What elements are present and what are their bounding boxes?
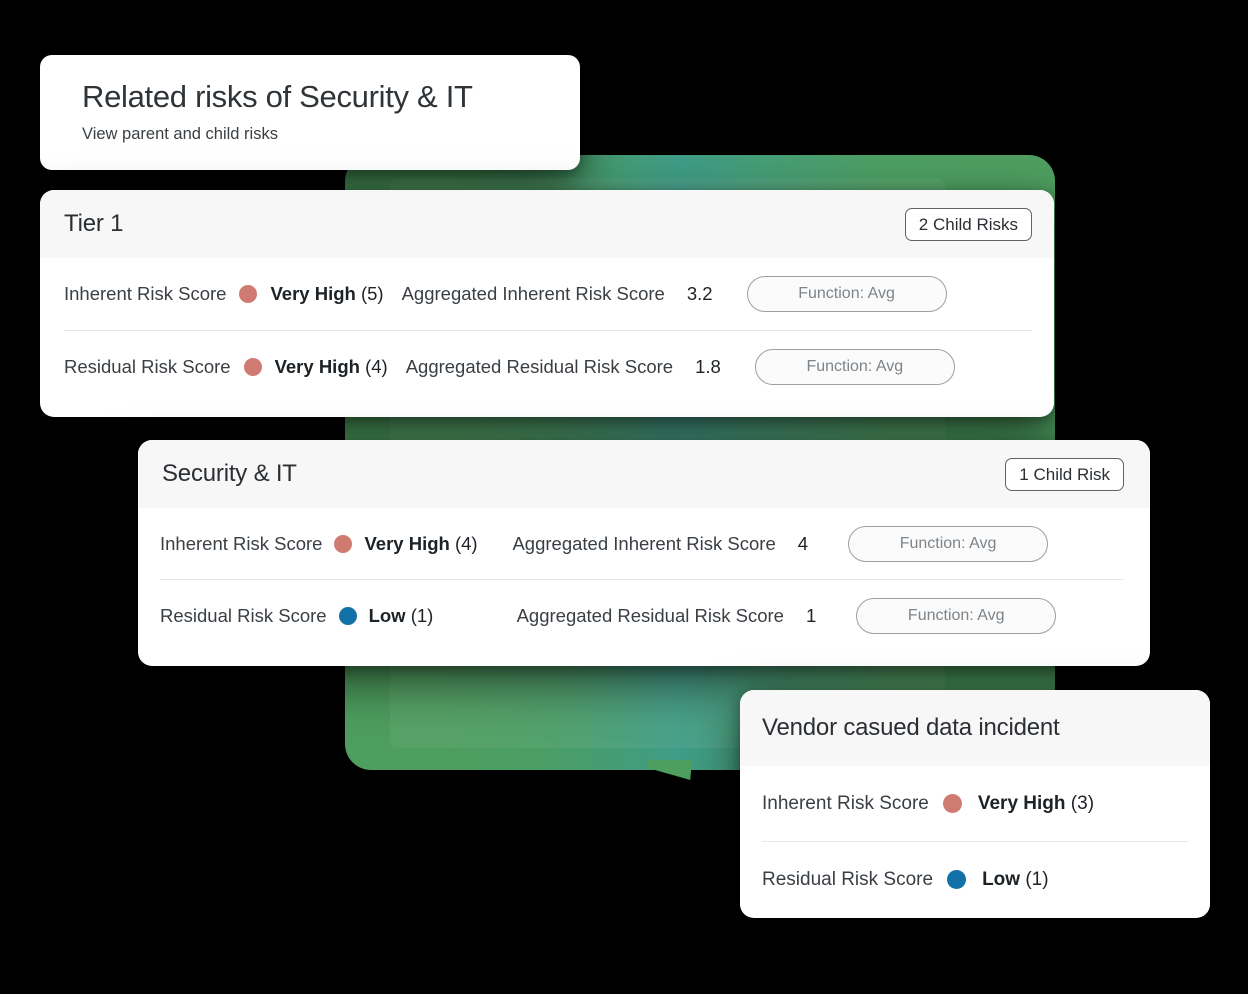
tier1-rows: Inherent Risk Score Very High (5) Aggreg… bbox=[40, 258, 1054, 403]
row-severity: Very High (3) bbox=[977, 792, 1095, 814]
row-divider bbox=[160, 579, 1124, 580]
page-title: Related risks of Security & IT bbox=[82, 79, 473, 114]
row-aggregate-label: Aggregated Inherent Risk Score bbox=[512, 532, 776, 554]
row-aggregate-value: 1 bbox=[805, 604, 817, 626]
row-label: Residual Risk Score bbox=[160, 604, 327, 626]
page-subtitle: View parent and child risks bbox=[82, 125, 278, 143]
row-label: Inherent Risk Score bbox=[64, 283, 227, 304]
severity-dot-very-high-icon bbox=[942, 794, 962, 813]
security-child-risk-badge[interactable]: 1 Child Risk bbox=[1005, 457, 1124, 491]
row-label: Residual Risk Score bbox=[64, 356, 231, 377]
row-aggregate-label: Aggregated Inherent Risk Score bbox=[401, 283, 665, 304]
row-label: Residual Risk Score bbox=[762, 868, 934, 890]
row-severity: Very High (4) bbox=[274, 356, 388, 377]
severity-dot-very-high-icon bbox=[239, 285, 258, 303]
severity-dot-low-icon bbox=[338, 606, 357, 625]
row-label: Inherent Risk Score bbox=[160, 532, 323, 554]
table-row: Residual Risk Score Low (1) bbox=[762, 842, 1188, 917]
green-bubble-tail bbox=[648, 760, 692, 780]
function-pill[interactable]: Function: Avg bbox=[754, 349, 955, 385]
row-aggregate-label: Aggregated Residual Risk Score bbox=[405, 356, 674, 377]
function-pill[interactable]: Function: Avg bbox=[746, 276, 947, 312]
row-label: Inherent Risk Score bbox=[762, 792, 929, 814]
tier1-card-title: Tier 1 bbox=[64, 210, 124, 237]
row-aggregate-value: 3.2 bbox=[686, 283, 713, 304]
severity-dot-very-high-icon bbox=[334, 534, 353, 553]
related-risks-header-card: Related risks of Security & IT View pare… bbox=[40, 55, 580, 170]
table-row: Inherent Risk Score Very High (3) bbox=[762, 766, 1188, 841]
table-row: Inherent Risk Score Very High (4) Aggreg… bbox=[160, 508, 1124, 579]
tier1-child-risks-badge[interactable]: 2 Child Risks bbox=[904, 207, 1032, 241]
table-row: Residual Risk Score Low (1) Aggregated R… bbox=[160, 580, 1124, 651]
function-pill[interactable]: Function: Avg bbox=[848, 525, 1049, 562]
security-card-header: Security & IT 1 Child Risk bbox=[138, 440, 1150, 508]
row-divider bbox=[762, 841, 1188, 842]
function-pill[interactable]: Function: Avg bbox=[856, 597, 1057, 634]
severity-dot-very-high-icon bbox=[243, 358, 262, 376]
vendor-card-header: Vendor casued data incident bbox=[740, 690, 1210, 766]
row-aggregate-label: Aggregated Residual Risk Score bbox=[516, 604, 784, 626]
vendor-incident-risk-card: Vendor casued data incident Inherent Ris… bbox=[740, 690, 1210, 918]
row-severity: Very High (5) bbox=[270, 283, 384, 304]
vendor-card-title: Vendor casued data incident bbox=[762, 714, 1060, 741]
row-aggregate-value: 1.8 bbox=[695, 356, 721, 377]
row-severity: Low (1) bbox=[982, 868, 1049, 890]
vendor-rows: Inherent Risk Score Very High (3) Residu… bbox=[740, 766, 1210, 917]
row-aggregate-value: 4 bbox=[797, 532, 809, 554]
table-row: Inherent Risk Score Very High (5) Aggreg… bbox=[64, 258, 1032, 330]
security-rows: Inherent Risk Score Very High (4) Aggreg… bbox=[138, 508, 1150, 651]
row-severity: Low (1) bbox=[368, 604, 434, 626]
severity-dot-low-icon bbox=[947, 870, 967, 889]
security-and-it-risk-card: Security & IT 1 Child Risk Inherent Risk… bbox=[138, 440, 1150, 666]
row-divider bbox=[64, 330, 1032, 331]
table-row: Residual Risk Score Very High (4) Aggreg… bbox=[64, 331, 1032, 403]
tier1-risk-card: Tier 1 2 Child Risks Inherent Risk Score… bbox=[40, 190, 1054, 417]
security-card-title: Security & IT bbox=[162, 460, 297, 487]
row-severity: Very High (4) bbox=[364, 532, 478, 554]
tier1-card-header: Tier 1 2 Child Risks bbox=[40, 190, 1054, 258]
